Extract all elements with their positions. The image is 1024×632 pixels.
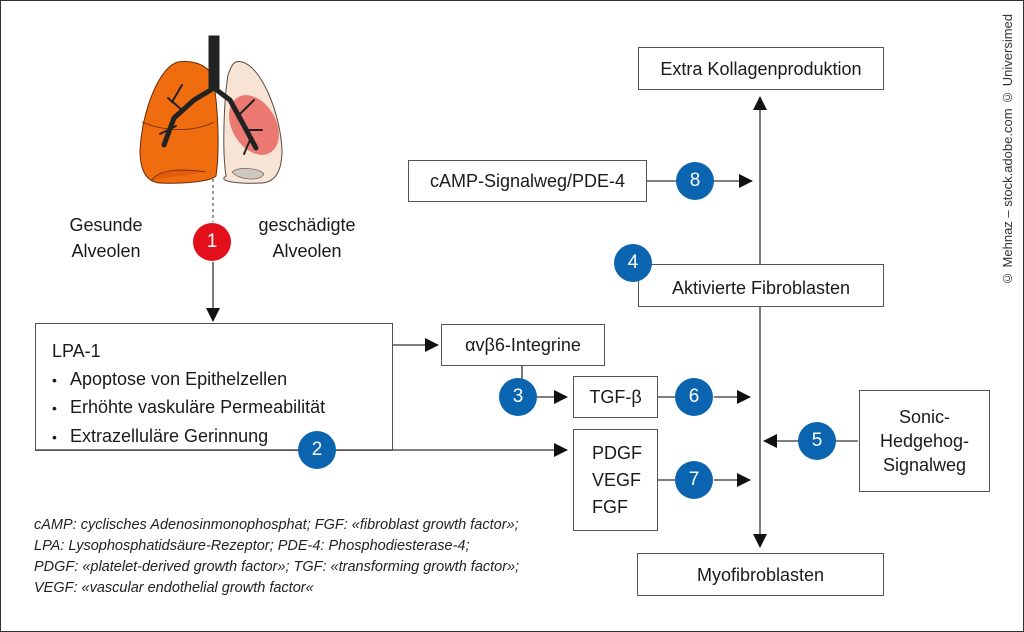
hedgehog-line: Sonic- bbox=[898, 407, 951, 427]
damaged-alveoli-label: geschädigte Alveolen bbox=[252, 212, 362, 264]
hedgehog-line: Hedgehog- bbox=[879, 431, 970, 451]
legend-line: PDGF: «platelet-derived growth factor»; … bbox=[34, 559, 520, 575]
step-badge-4: 4 bbox=[614, 244, 652, 282]
step-badge-1: 1 bbox=[193, 223, 231, 261]
lpa-effect-item: Apoptose von Epithelzellen bbox=[52, 366, 392, 395]
sonic-hedgehog-box: Sonic- Hedgehog- Signalweg bbox=[859, 390, 990, 492]
lpa-effect-item: Extrazelluläre Gerinnung bbox=[52, 423, 392, 452]
label-line: Alveolen bbox=[71, 241, 141, 261]
airway-icon bbox=[159, 35, 263, 155]
growth-factor-item: VEGF bbox=[592, 469, 642, 490]
step-badge-8: 8 bbox=[676, 162, 714, 200]
growth-factor-item: PDGF bbox=[592, 442, 643, 463]
image-credit: © Mehnaz – stock.adobe.com © Universimed bbox=[1000, 14, 1015, 287]
step-badge-7: 7 bbox=[675, 461, 713, 499]
collagen-production-box: Extra Kollagenproduktion bbox=[638, 47, 884, 90]
integrine-box: αvβ6-Integrine bbox=[441, 324, 605, 366]
tgf-beta-box: TGF-β bbox=[573, 376, 658, 418]
step-badge-6: 6 bbox=[675, 378, 713, 416]
healthy-lung-icon bbox=[139, 61, 219, 184]
activated-fibroblasts-box: Aktivierte Fibroblasten bbox=[638, 264, 884, 307]
healthy-alveoli-label: Gesunde Alveolen bbox=[56, 212, 156, 264]
step-badge-2: 2 bbox=[298, 431, 336, 469]
step-badge-3: 3 bbox=[499, 378, 537, 416]
damaged-lung-icon bbox=[223, 61, 283, 184]
growth-factor-item: FGF bbox=[592, 496, 628, 517]
legend-line: LPA: Lysophosphatidsäure-Rezeptor; PDE-4… bbox=[34, 538, 470, 554]
legend-line: VEGF: «vascular endothelial growth facto… bbox=[34, 580, 314, 596]
label-line: Alveolen bbox=[272, 241, 342, 261]
abbreviation-legend: cAMP: cyclisches Adenosinmonophosphat; F… bbox=[34, 515, 519, 599]
lpa-effect-item: Erhöhte vaskuläre Permeabilität bbox=[52, 394, 392, 423]
hedgehog-line: Signalweg bbox=[882, 455, 967, 475]
growth-factors-box: PDGF VEGF FGF bbox=[573, 429, 658, 531]
myofibroblasts-box: Myofibroblasten bbox=[637, 553, 884, 596]
camp-pathway-box: cAMP-Signalweg/PDE-4 bbox=[408, 160, 647, 202]
label-line: Gesunde bbox=[69, 215, 143, 235]
label-line: geschädigte bbox=[258, 215, 356, 235]
lpa-1-box: LPA-1 Apoptose von Epithelzellen Erhöhte… bbox=[35, 323, 393, 451]
lpa-title: LPA-1 bbox=[52, 341, 101, 361]
lpa-effects-list: Apoptose von Epithelzellen Erhöhte vasku… bbox=[52, 366, 392, 452]
step-badge-5: 5 bbox=[798, 422, 836, 460]
legend-line: cAMP: cyclisches Adenosinmonophosphat; F… bbox=[34, 517, 519, 533]
lungs-illustration bbox=[139, 35, 283, 184]
